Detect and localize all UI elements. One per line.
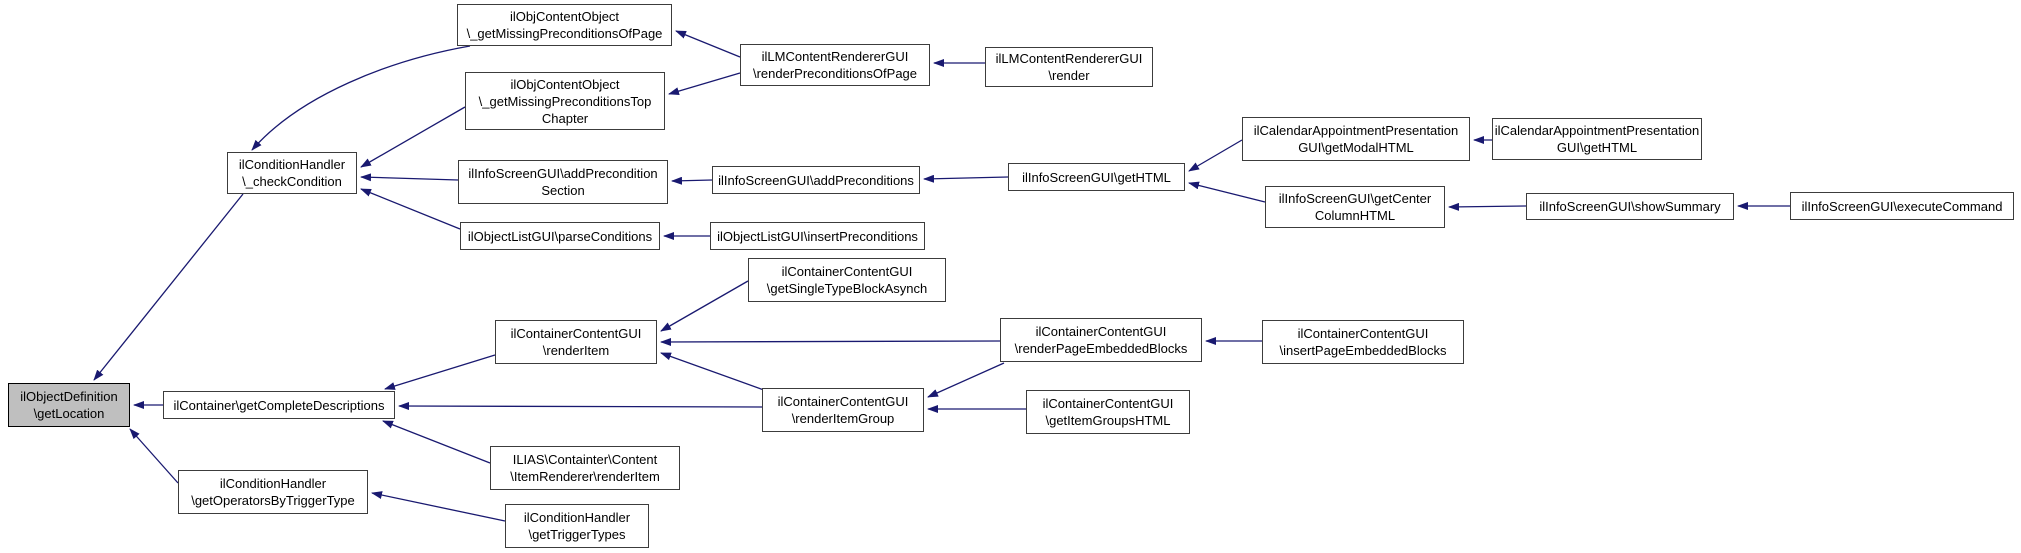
call-edge-getSingleTypeBlockAsynch-to-renderItem — [660, 280, 749, 332]
call-edge-renderItemGroup-to-renderItem — [660, 352, 765, 391]
call-edge-renderPageEmbeddedBlocks-to-renderItem — [660, 337, 1001, 346]
call-edge-renderItemGroup-to-getCompleteDescriptions — [398, 402, 763, 411]
call-edge-parseConditions-to-checkCondition — [360, 188, 461, 230]
graph-node-renderItemGroup[interactable]: ilContainerContentGUI \renderItemGroup — [762, 388, 924, 432]
graph-node-renderItem[interactable]: ilContainerContentGUI \renderItem — [495, 320, 657, 364]
graph-node-showSummary[interactable]: ilInfoScreenGUI\showSummary — [1526, 193, 1734, 220]
call-edge-getCenterColumnHTML-to-getHTML — [1188, 181, 1266, 203]
call-edge-renderPreconditionsOfPage-to-getMissingPreconditionsOfPage — [675, 30, 741, 58]
call-edge-getTriggerTypes-to-getOperatorsByTriggerType — [371, 491, 506, 522]
call-edge-checkCondition-to-getLocation — [93, 193, 244, 381]
call-edge-iliasRenderItem-to-getCompleteDescriptions — [382, 420, 491, 464]
call-edge-addPreconditions-to-addPreconditionSection — [671, 176, 713, 185]
call-edge-renderItem-to-getCompleteDescriptions — [384, 354, 496, 390]
graph-node-getModalHTML[interactable]: ilCalendarAppointmentPresentation GUI\ge… — [1242, 117, 1470, 161]
graph-node-getLocation: ilObjectDefinition \getLocation — [8, 383, 130, 427]
graph-node-getCompleteDescriptions[interactable]: ilContainer\getCompleteDescriptions — [163, 391, 395, 419]
graph-node-iliasRenderItem[interactable]: ILIAS\Containter\Content \ItemRenderer\r… — [490, 446, 680, 490]
graph-node-addPreconditions[interactable]: ilInfoScreenGUI\addPreconditions — [712, 166, 920, 194]
graph-node-getMissingPreconditionsTopChapter[interactable]: ilObjContentObject \_getMissingPrecondit… — [465, 72, 665, 130]
graph-node-insertPageEmbeddedBlocks[interactable]: ilContainerContentGUI \insertPageEmbedde… — [1262, 320, 1464, 364]
graph-node-calGetHTML[interactable]: ilCalendarAppointmentPresentation GUI\ge… — [1492, 118, 1702, 160]
graph-node-getItemGroupsHTML[interactable]: ilContainerContentGUI \getItemGroupsHTML — [1026, 390, 1190, 434]
graph-node-getTriggerTypes[interactable]: ilConditionHandler \getTriggerTypes — [505, 504, 649, 548]
graph-node-lmRender[interactable]: ilLMContentRendererGUI \render — [985, 47, 1153, 87]
graph-node-insertPreconditions[interactable]: ilObjectListGUI\insertPreconditions — [710, 222, 925, 250]
call-edge-getModalHTML-to-getHTML — [1188, 139, 1243, 172]
graph-node-getOperatorsByTriggerType[interactable]: ilConditionHandler \getOperatorsByTrigge… — [178, 470, 368, 514]
call-edge-getMissingPreconditionsOfPage-to-checkCondition — [251, 45, 471, 151]
graph-node-renderPreconditionsOfPage[interactable]: ilLMContentRendererGUI \renderPreconditi… — [740, 44, 930, 86]
graph-node-getHTML[interactable]: ilInfoScreenGUI\getHTML — [1008, 163, 1185, 191]
call-edge-showSummary-to-getCenterColumnHTML — [1448, 202, 1527, 211]
graph-node-checkCondition[interactable]: ilConditionHandler \_checkCondition — [227, 152, 357, 194]
graph-node-addPreconditionSection[interactable]: ilInfoScreenGUI\addPrecondition Section — [458, 160, 668, 204]
graph-node-parseConditions[interactable]: ilObjectListGUI\parseConditions — [460, 222, 660, 250]
call-edge-addPreconditionSection-to-checkCondition — [360, 173, 459, 182]
call-edge-renderPreconditionsOfPage-to-getMissingPreconditionsTopChapter — [668, 72, 741, 95]
graph-node-executeCommand[interactable]: ilInfoScreenGUI\executeCommand — [1790, 192, 2014, 220]
call-edge-renderPageEmbeddedBlocks-to-renderItemGroup — [927, 362, 1005, 398]
call-edge-getMissingPreconditionsTopChapter-to-checkCondition — [360, 106, 466, 168]
graph-node-getMissingPreconditionsOfPage[interactable]: ilObjContentObject \_getMissingPrecondit… — [457, 4, 672, 46]
call-edge-getHTML-to-addPreconditions — [923, 174, 1009, 183]
call-edge-getOperatorsByTriggerType-to-getLocation — [129, 428, 179, 484]
graph-node-getSingleTypeBlockAsynch[interactable]: ilContainerContentGUI \getSingleTypeBloc… — [748, 258, 946, 302]
graph-node-getCenterColumnHTML[interactable]: ilInfoScreenGUI\getCenter ColumnHTML — [1265, 186, 1445, 228]
graph-node-renderPageEmbeddedBlocks[interactable]: ilContainerContentGUI \renderPageEmbedde… — [1000, 318, 1202, 362]
